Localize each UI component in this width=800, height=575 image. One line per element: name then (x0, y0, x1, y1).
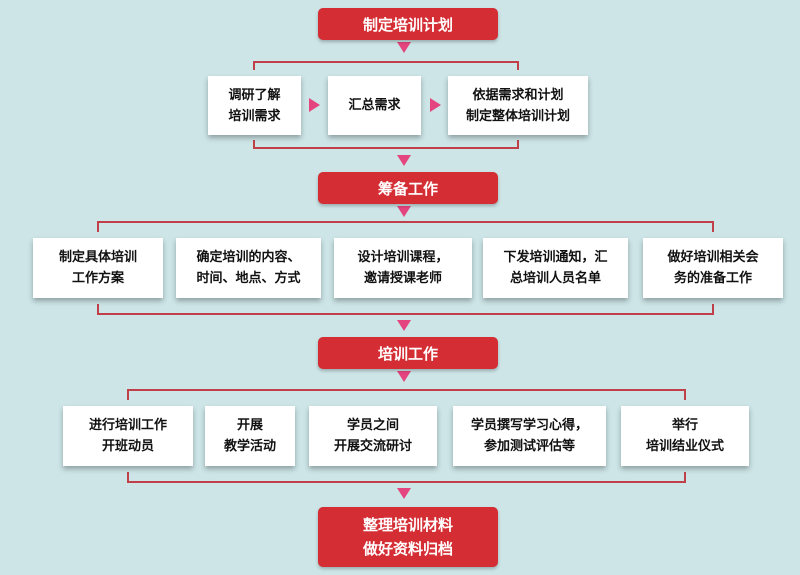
step-line: 汇总需求 (348, 98, 401, 113)
stage-3-step-2: 开展 教学活动 (205, 406, 295, 466)
bracket-line (127, 389, 686, 400)
stage-2-title: 筹备工作 (318, 172, 498, 204)
down-arrow (397, 206, 411, 217)
step-line: 培训结业仪式 (645, 439, 724, 454)
bracket-line (97, 304, 714, 315)
step-line: 邀请授课老师 (363, 271, 442, 286)
step-line: 调研了解 (228, 87, 281, 103)
step-line: 开展交流研讨 (333, 439, 412, 454)
stage-2-step-1: 制定具体培训 工作方案 (33, 238, 163, 298)
step-line: 下发培训通知，汇 (503, 250, 608, 265)
down-arrow (397, 320, 411, 331)
stage-1-step-1: 调研了解 培训需求 (208, 76, 301, 135)
step-line: 学员之间 (346, 418, 399, 433)
stage-3-title-text: 培训工作 (377, 344, 438, 363)
stage-2-step-3: 设计培训课程， 邀请授课老师 (334, 238, 472, 298)
down-arrow (397, 42, 411, 53)
step-line: 做好培训相关会 (667, 250, 759, 265)
stage-2-step-5: 做好培训相关会 务的准备工作 (643, 238, 783, 298)
down-arrow (397, 155, 411, 166)
step-line: 参加测试评估等 (483, 439, 575, 454)
step-line: 确定培训的内容、 (196, 250, 301, 265)
stage-3-step-5: 举行 培训结业仪式 (621, 406, 749, 466)
step-line: 开班动员 (101, 439, 154, 454)
right-arrow (309, 98, 320, 112)
step-line: 教学活动 (223, 439, 276, 454)
step-line: 举行 (671, 418, 698, 433)
step-line: 进行培训工作 (88, 418, 167, 433)
final-step: 整理培训材料 做好资料归档 (318, 507, 498, 567)
step-line: 务的准备工作 (673, 271, 752, 286)
step-line: 培训需求 (228, 108, 281, 124)
step-line: 开展 (236, 418, 263, 433)
bracket-line (253, 61, 519, 70)
stage-1-title-text: 制定培训计划 (362, 15, 453, 34)
down-arrow (397, 371, 411, 382)
step-line: 制定具体培训 (58, 250, 137, 265)
stage-3-step-4: 学员撰写学习心得， 参加测试评估等 (453, 406, 606, 466)
bracket-line (97, 221, 714, 232)
final-line: 做好资料归档 (362, 540, 453, 558)
step-line: 时间、地点、方式 (196, 271, 301, 286)
stage-2-step-4: 下发培训通知，汇 总培训人员名单 (483, 238, 628, 298)
stage-1-title: 制定培训计划 (318, 8, 498, 40)
stage-2-step-2: 确定培训的内容、 时间、地点、方式 (176, 238, 321, 298)
stage-3-step-3: 学员之间 开展交流研讨 (309, 406, 437, 466)
step-line: 依据需求和计划 (472, 87, 564, 103)
step-line: 设计培训课程， (357, 250, 449, 265)
down-arrow (397, 488, 411, 499)
stage-1-step-2: 汇总需求 (328, 76, 421, 135)
step-line: 工作方案 (71, 271, 124, 286)
right-arrow (430, 98, 441, 112)
stage-3-step-1: 进行培训工作 开班动员 (63, 406, 193, 466)
stage-1-step-3: 依据需求和计划 制定整体培训计划 (448, 76, 588, 135)
stage-3-title: 培训工作 (318, 337, 498, 369)
bracket-line (253, 140, 519, 149)
final-line: 整理培训材料 (362, 516, 453, 534)
step-line: 学员撰写学习心得， (470, 418, 588, 433)
bracket-line (127, 472, 686, 483)
step-line: 总培训人员名单 (509, 271, 601, 286)
step-line: 制定整体培训计划 (465, 108, 570, 124)
stage-2-title-text: 筹备工作 (377, 179, 438, 198)
